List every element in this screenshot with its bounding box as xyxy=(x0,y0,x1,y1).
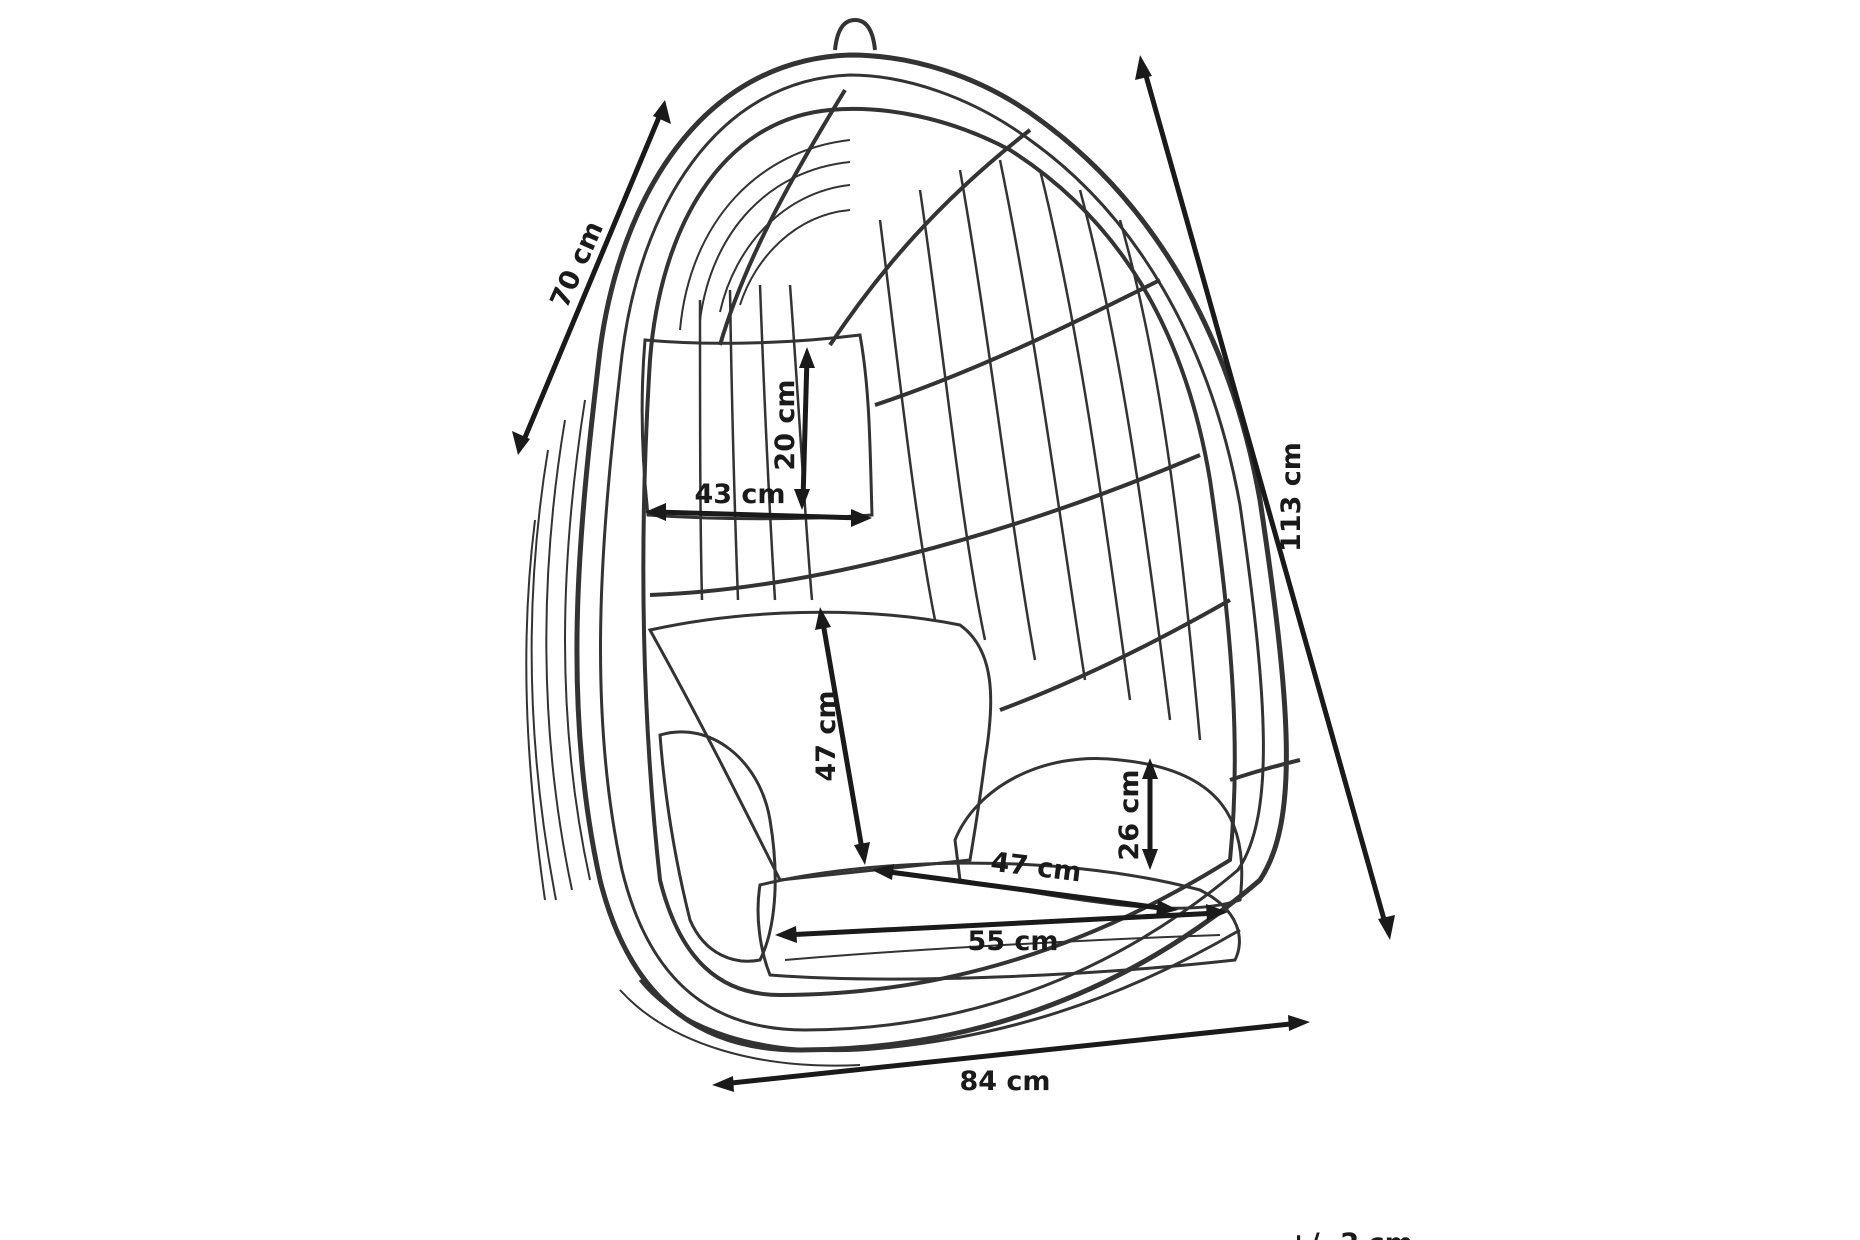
back-ribs xyxy=(698,159,1202,741)
back-spokes xyxy=(649,88,1301,782)
left-armrest-cushion xyxy=(658,730,777,963)
height-label: 113 cm xyxy=(1276,442,1307,552)
depth-label: 70 cm xyxy=(545,217,610,313)
inner-frame xyxy=(641,106,1237,998)
dimension-arrows xyxy=(512,55,1395,1092)
height-arrow xyxy=(1135,55,1395,940)
backrest-height-label: 47 cm xyxy=(811,690,842,781)
hanging-hook xyxy=(833,17,877,51)
outer-frame xyxy=(574,52,1289,1053)
backrest-height-arrow xyxy=(815,607,870,865)
seat-depth-arrow xyxy=(872,864,1178,916)
armrest-height-arrow xyxy=(1142,758,1158,870)
side-rib xyxy=(525,519,546,901)
seat-width-label: 55 cm xyxy=(967,926,1058,957)
pillow-width-label: 43 cm xyxy=(694,479,785,510)
seat-width-arrow xyxy=(775,904,1228,943)
seat-seam xyxy=(784,934,1221,961)
tolerance-note: +/- 2 cm xyxy=(1287,1228,1412,1240)
outer-frame-inner xyxy=(598,73,1265,1032)
side-rib xyxy=(530,449,557,901)
egg-chair-illustration xyxy=(525,17,1301,1067)
depth-arrow xyxy=(512,100,671,455)
side-rib xyxy=(545,419,573,891)
side-rib xyxy=(564,399,591,881)
bottom-rim-outer xyxy=(619,989,861,1067)
pillow-height-arrow xyxy=(794,347,815,510)
back-cushion xyxy=(647,610,993,882)
width-arrow xyxy=(712,1015,1310,1092)
pillow-width-arrow xyxy=(645,503,872,527)
head-pillow xyxy=(640,333,874,521)
armrest-height-label: 26 cm xyxy=(1114,769,1145,860)
seat-cushion xyxy=(756,861,1241,981)
width-label: 84 cm xyxy=(959,1066,1050,1097)
back-arcs xyxy=(679,139,851,331)
bottom-rim xyxy=(638,928,1241,1053)
pillow-height-label: 20 cm xyxy=(770,379,801,470)
dimension-labels: 70 cm 113 cm 84 cm 20 cm 43 cm 47 cm 26 … xyxy=(545,217,1413,1240)
seat-depth-label: 47 cm xyxy=(989,847,1083,889)
